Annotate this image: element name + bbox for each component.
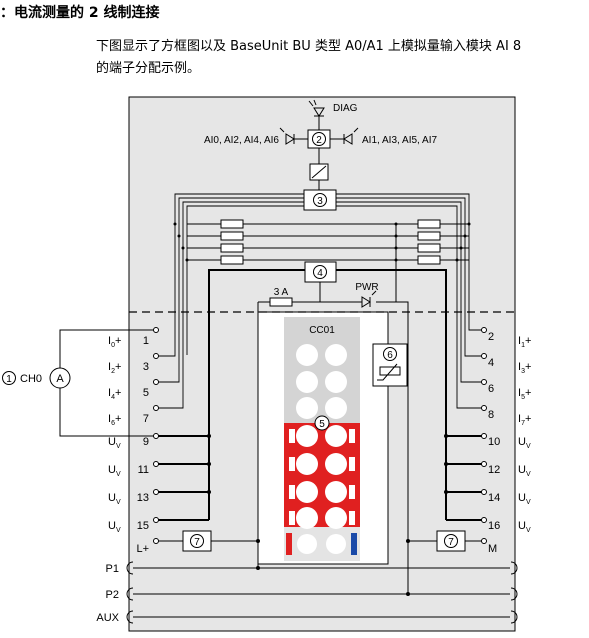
marker-5 <box>314 415 330 431</box>
description-line-2: 的端子分配示例。 <box>96 61 201 76</box>
channel-led-right-icon <box>343 127 359 145</box>
signal-uv-9: UV <box>108 436 121 450</box>
signal-i5: I5+ <box>518 387 531 401</box>
signal-uv-14: UV <box>518 492 531 506</box>
signal-i7: I7+ <box>518 413 531 427</box>
terminal-5: 5 <box>143 387 149 399</box>
section-heading: ：电流测量的 2 线制连接 <box>0 5 160 21</box>
description: 下图显示了方框图以及 BaseUnit BU 类型 A0/A1 上模拟量输入模块… <box>96 36 589 80</box>
signal-uv-12: UV <box>518 464 531 478</box>
terminal-m: M <box>488 543 497 555</box>
description-line-1: 下图显示了方框图以及 BaseUnit BU 类型 A0/A1 上模拟量输入模块… <box>96 39 522 54</box>
signal-i6: I6+ <box>108 413 121 427</box>
red-jumper <box>286 533 292 555</box>
bus-rails <box>126 561 518 624</box>
marker-7-right <box>444 534 458 548</box>
terminal-15: 15 <box>137 520 149 532</box>
terminal-13: 13 <box>137 492 149 504</box>
signal-uv-13: UV <box>108 492 121 506</box>
marker-6 <box>383 347 397 361</box>
base-unit-bottom <box>284 527 360 561</box>
group-label-left: AI0, AI2, AI4, AI6 <box>204 135 279 146</box>
signal-i0: I0+ <box>108 335 121 349</box>
ammeter-label: A <box>56 373 64 385</box>
shunt-resistors-right <box>417 219 441 265</box>
terminal-clips <box>289 429 355 525</box>
terminal-8: 8 <box>488 409 494 421</box>
base-unit-red <box>284 423 360 527</box>
group-label-right: AI1, AI3, AI5, AI7 <box>362 135 437 146</box>
right-terminals: 2 4 6 8 10 12 14 16 M I1+ I3+ I5+ I7+ UV… <box>481 327 531 555</box>
marker-4 <box>313 265 327 279</box>
terminal-2: 2 <box>488 331 494 343</box>
bus-label-p2: P2 <box>106 589 119 601</box>
svg-text:2: 2 <box>316 135 322 146</box>
marker-1 <box>2 371 16 385</box>
marker-2 <box>312 132 326 146</box>
diag-label: DIAG <box>333 103 358 114</box>
terminal-11: 11 <box>138 464 149 476</box>
svg-text:7: 7 <box>194 537 200 548</box>
svg-text:7: 7 <box>448 537 454 548</box>
terminal-12: 12 <box>488 464 500 476</box>
terminal-4: 4 <box>488 357 494 369</box>
channel-label: CH0 <box>20 373 42 385</box>
terminal-7: 7 <box>143 413 149 425</box>
terminal-3: 3 <box>143 361 149 373</box>
terminal-6: 6 <box>488 383 494 395</box>
terminal-holes <box>296 344 347 554</box>
signal-i1: I1+ <box>518 335 531 349</box>
shunt-resistors-left <box>220 219 244 265</box>
sensor-loop <box>59 329 154 437</box>
pwr-led-icon <box>361 290 377 308</box>
svg-text:4: 4 <box>317 268 323 279</box>
terminal-1: 1 <box>143 335 149 347</box>
marker-3 <box>313 193 327 207</box>
terminal-10: 10 <box>488 436 500 448</box>
bus-label-aux: AUX <box>96 612 119 624</box>
svg-text:5: 5 <box>319 419 325 430</box>
thermistor-icon <box>377 363 401 381</box>
signal-uv-10: UV <box>518 436 531 450</box>
svg-text:6: 6 <box>387 350 393 361</box>
signal-uv-11: UV <box>108 464 121 478</box>
signal-i2: I2+ <box>108 361 121 375</box>
svg-text:3: 3 <box>317 196 323 207</box>
power-path <box>257 282 409 568</box>
signal-uv-15: UV <box>108 520 121 534</box>
marker-7-left <box>190 534 204 548</box>
terminal-9: 9 <box>143 436 149 448</box>
svg-text:1: 1 <box>6 374 12 385</box>
signal-i3: I3+ <box>518 361 531 375</box>
signal-uv-16: UV <box>518 520 531 534</box>
channel-led-left-icon <box>279 127 295 145</box>
blue-jumper <box>351 533 357 555</box>
signal-bus <box>158 193 482 409</box>
ammeter-icon <box>49 367 71 389</box>
terminal-16: 16 <box>488 520 500 532</box>
terminal-14: 14 <box>488 492 500 504</box>
signal-i4: I4+ <box>108 387 121 401</box>
fuse-label: 3 A <box>274 287 289 298</box>
left-terminals: 1 3 5 7 9 11 13 15 L+ I0+ I2+ I4+ I6+ UV… <box>108 327 159 555</box>
base-unit-label: CC01 <box>309 325 335 336</box>
terminal-l-plus: L+ <box>136 543 149 555</box>
pwr-label: PWR <box>355 282 378 293</box>
bus-label-p1: P1 <box>106 563 119 575</box>
diag-led-icon <box>308 99 325 117</box>
